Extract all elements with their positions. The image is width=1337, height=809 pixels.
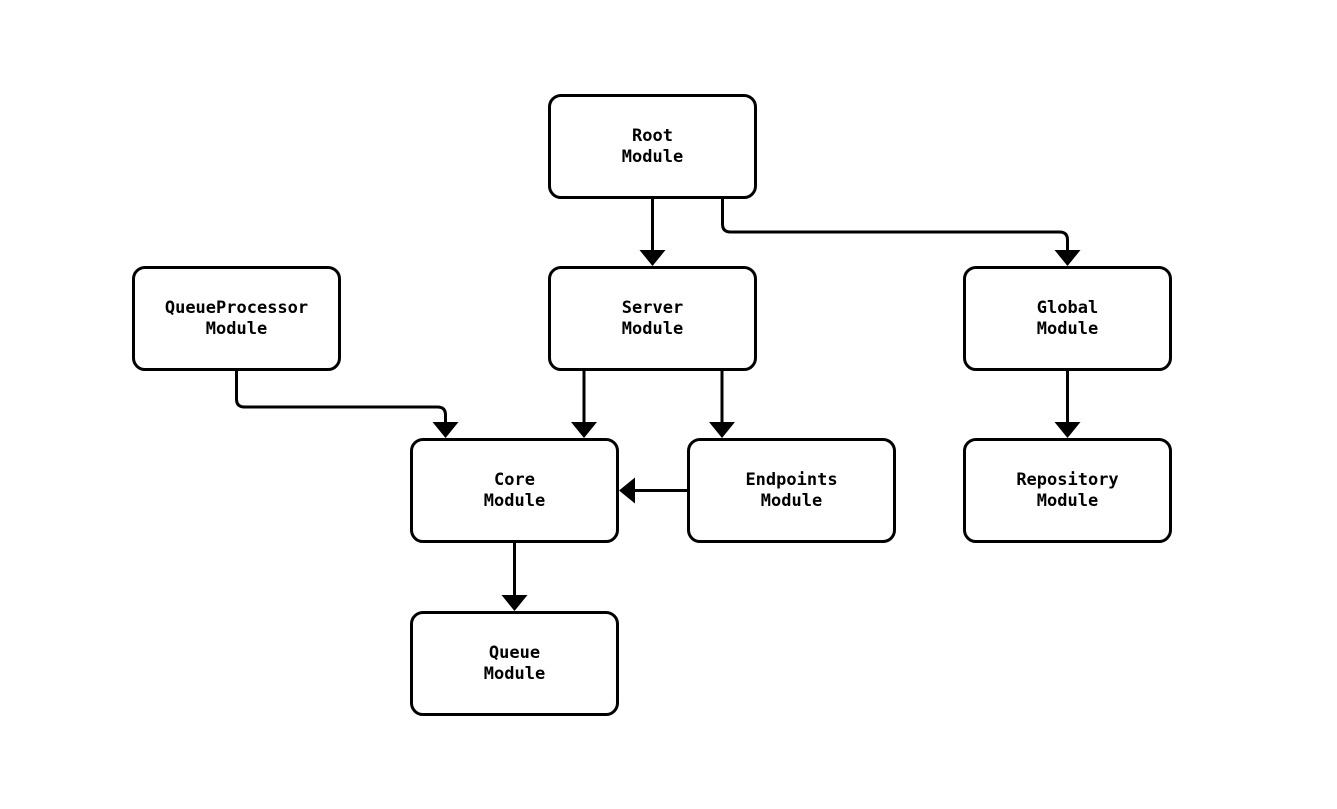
arrowhead-down-icon bbox=[432, 422, 459, 438]
node-server-module: Server Module bbox=[548, 266, 757, 371]
edge-global-to-repository bbox=[1054, 371, 1081, 438]
node-label-line: Module bbox=[621, 318, 684, 339]
node-label-line: Global bbox=[1036, 297, 1099, 318]
node-label-line: Core bbox=[494, 469, 535, 490]
edge-core-to-queue bbox=[501, 543, 528, 611]
arrowhead-down-icon bbox=[1054, 422, 1081, 438]
node-label-line: Root bbox=[632, 125, 673, 146]
node-label-line: Repository bbox=[1016, 469, 1119, 490]
edge-queueprocessor-to-core bbox=[235, 371, 459, 438]
node-queue-module: Queue Module bbox=[410, 611, 619, 716]
node-label-line: Module bbox=[621, 146, 684, 167]
arrowhead-down-icon bbox=[1054, 250, 1081, 266]
arrowhead-down-icon bbox=[571, 422, 597, 438]
node-root-module: Root Module bbox=[548, 94, 757, 199]
node-core-module: Core Module bbox=[410, 438, 619, 543]
arrowhead-left-icon bbox=[619, 477, 635, 504]
edge-root-to-global bbox=[721, 199, 1081, 266]
edge-root-to-server bbox=[639, 199, 666, 266]
node-repository-module: Repository Module bbox=[963, 438, 1172, 543]
node-label-line: Endpoints bbox=[745, 469, 838, 490]
node-label-line: Module bbox=[760, 490, 823, 511]
node-label-line: Module bbox=[205, 318, 268, 339]
node-label-line: Module bbox=[483, 490, 546, 511]
node-label-line: Module bbox=[483, 663, 546, 684]
node-queueprocessor-module: QueueProcessor Module bbox=[132, 266, 341, 371]
node-label-line: Server bbox=[621, 297, 684, 318]
node-global-module: Global Module bbox=[963, 266, 1172, 371]
edge-endpoints-to-core bbox=[619, 477, 687, 504]
node-endpoints-module: Endpoints Module bbox=[687, 438, 896, 543]
arrowhead-down-icon bbox=[709, 422, 735, 438]
arrowhead-down-icon bbox=[639, 250, 666, 266]
edge-server-to-endpoints bbox=[709, 371, 735, 438]
node-label-line: Module bbox=[1036, 318, 1099, 339]
node-label-line: Queue bbox=[488, 642, 541, 663]
node-label-line: Module bbox=[1036, 490, 1099, 511]
arrowhead-down-icon bbox=[501, 595, 528, 611]
edge-server-to-core bbox=[571, 371, 597, 438]
node-label-line: QueueProcessor bbox=[164, 297, 309, 318]
